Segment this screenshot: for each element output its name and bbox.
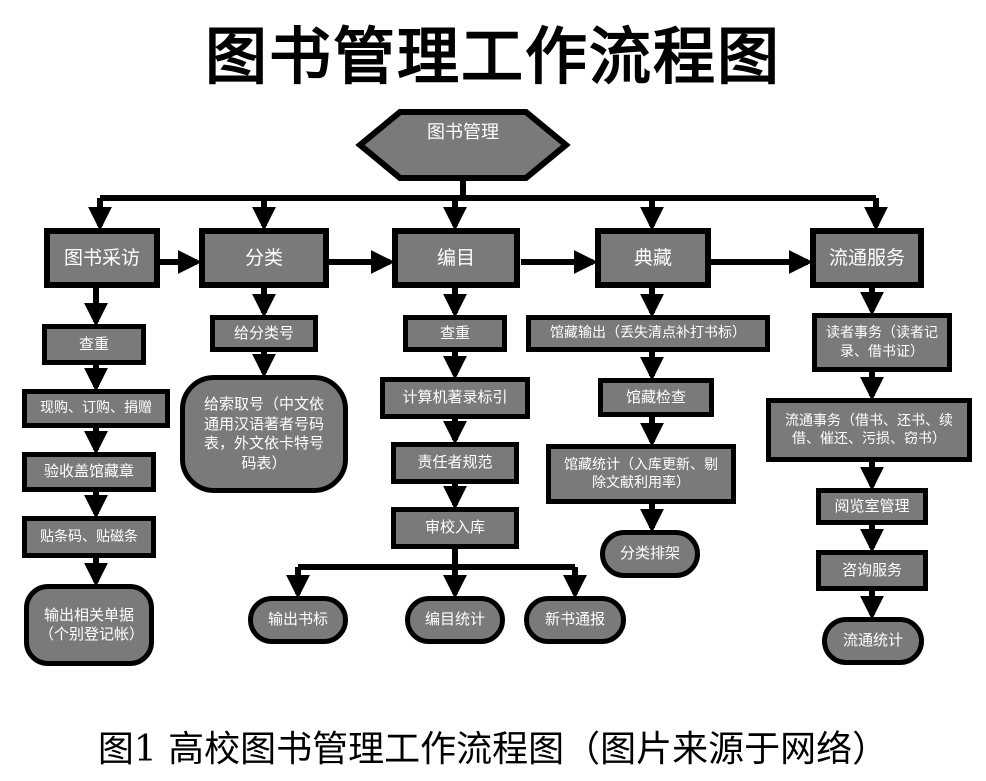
cat-stats: 编目统计: [405, 596, 505, 644]
cls-call-no: 给索取号（中文依通用汉语著者号码表，外文依卡特号码表）: [180, 375, 348, 493]
col-shelving: 分类排架: [600, 530, 700, 578]
cat-new-books: 新书通报: [524, 596, 626, 644]
root-node-label: 图书管理: [427, 122, 499, 144]
cir-reading-room: 阅览室管理: [816, 488, 928, 525]
col-check: 馆藏检查: [598, 378, 714, 417]
cir-consult: 咨询服务: [816, 550, 928, 591]
stage-cataloging: 编目: [392, 228, 520, 288]
acq-accept: 验收盖馆藏章: [22, 452, 156, 492]
cir-stats: 流通统计: [822, 617, 924, 665]
cir-affairs: 流通事务（借书、还书、续借、催还、污损、窃书）: [766, 398, 972, 462]
cat-review: 审校入库: [391, 507, 519, 549]
col-output: 馆藏输出（丢失清点补打书标）: [526, 315, 770, 352]
acq-purchase: 现购、订购、捐赠: [22, 389, 170, 428]
cir-reader: 读者事务（读者记录、借书证）: [812, 313, 952, 372]
stage-collection: 典藏: [595, 228, 711, 288]
cls-class-no: 给分类号: [210, 315, 318, 352]
stage-classification: 分类: [199, 228, 329, 288]
stage-circulation: 流通服务: [810, 228, 924, 288]
cat-computer: 计算机著录标引: [380, 377, 530, 419]
acq-dup-check: 查重: [42, 324, 146, 365]
cat-label: 输出书标: [248, 596, 348, 644]
root-hexagon: [355, 109, 571, 181]
cat-responsibility: 责任者规范: [391, 442, 519, 484]
stage-acquisition: 图书采访: [44, 228, 160, 288]
page-title: 图书管理工作流程图: [204, 20, 781, 93]
acq-barcode: 贴条码、贴磁条: [22, 516, 156, 558]
figure-caption: 图1 高校图书管理工作流程图（图片来源于网络）: [97, 729, 889, 770]
col-stats: 馆藏统计（入库更新、剔除文献利用率）: [546, 444, 736, 504]
cat-dup-check: 查重: [403, 315, 507, 352]
acq-output: 输出相关单据（个别登记帐）: [24, 584, 154, 666]
